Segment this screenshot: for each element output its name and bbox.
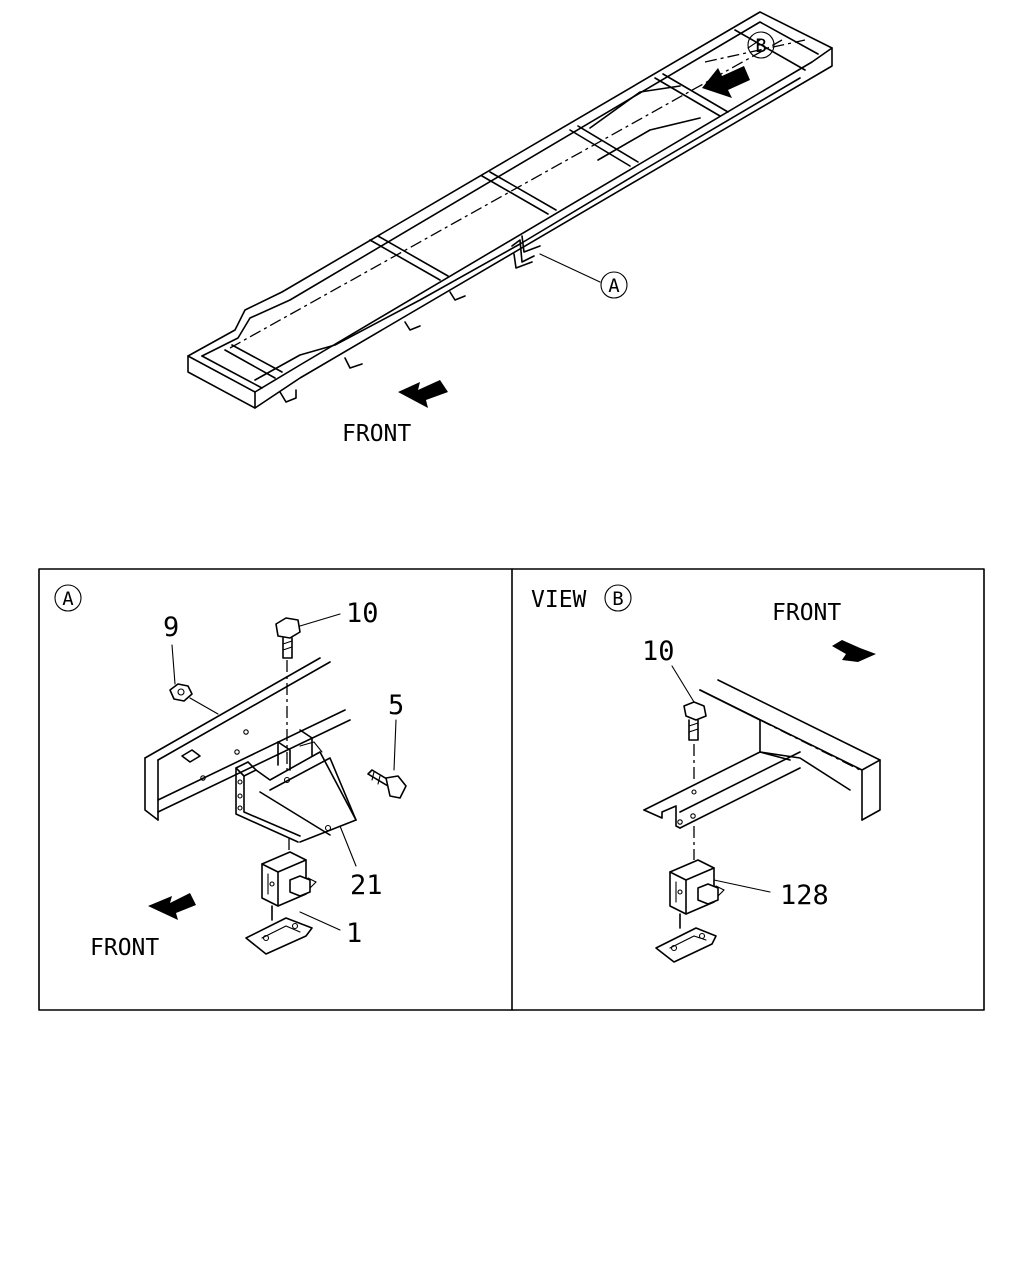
bolt-10-b — [671, 665, 707, 780]
bolt-10 — [275, 613, 341, 772]
part-label-5: 5 — [388, 690, 404, 721]
part-label-10-a: 10 — [346, 598, 379, 629]
bolt-5 — [367, 719, 407, 799]
bracket-21 — [235, 729, 357, 867]
part-label-1: 1 — [346, 918, 362, 949]
detail-a-callout: A — [54, 584, 82, 612]
callout-b-overview: B — [747, 31, 775, 59]
front-label-a: FRONT — [90, 935, 159, 961]
front-label-overview: FRONT — [342, 421, 411, 447]
svg-text:B: B — [755, 35, 766, 57]
detail-a-panel: A 9 10 — [54, 584, 407, 961]
callout-a-overview: A — [600, 271, 628, 299]
view-label: VIEW — [531, 587, 587, 613]
front-arrow-icon — [398, 380, 448, 408]
chassis-frame-overview — [187, 11, 833, 409]
frame-rail-a — [144, 657, 351, 821]
front-arrow-icon-b — [832, 640, 876, 662]
front-label-b: FRONT — [772, 600, 841, 626]
view-b-callout: B — [604, 584, 632, 612]
nut-9 — [169, 644, 219, 715]
part-label-10-b: 10 — [642, 636, 675, 667]
part-label-9: 9 — [163, 612, 179, 643]
switch-128 — [655, 826, 771, 963]
rear-direction-arrow — [702, 66, 750, 98]
svg-text:B: B — [612, 588, 623, 610]
frame-rail-b — [643, 679, 881, 829]
svg-text:A: A — [608, 275, 620, 297]
part-label-128: 128 — [780, 880, 829, 911]
svg-text:A: A — [62, 588, 74, 610]
view-b-panel: VIEW B FRONT — [531, 584, 881, 963]
part-label-21: 21 — [350, 870, 383, 901]
switch-1 — [245, 838, 341, 955]
front-arrow-icon-a — [148, 893, 196, 920]
